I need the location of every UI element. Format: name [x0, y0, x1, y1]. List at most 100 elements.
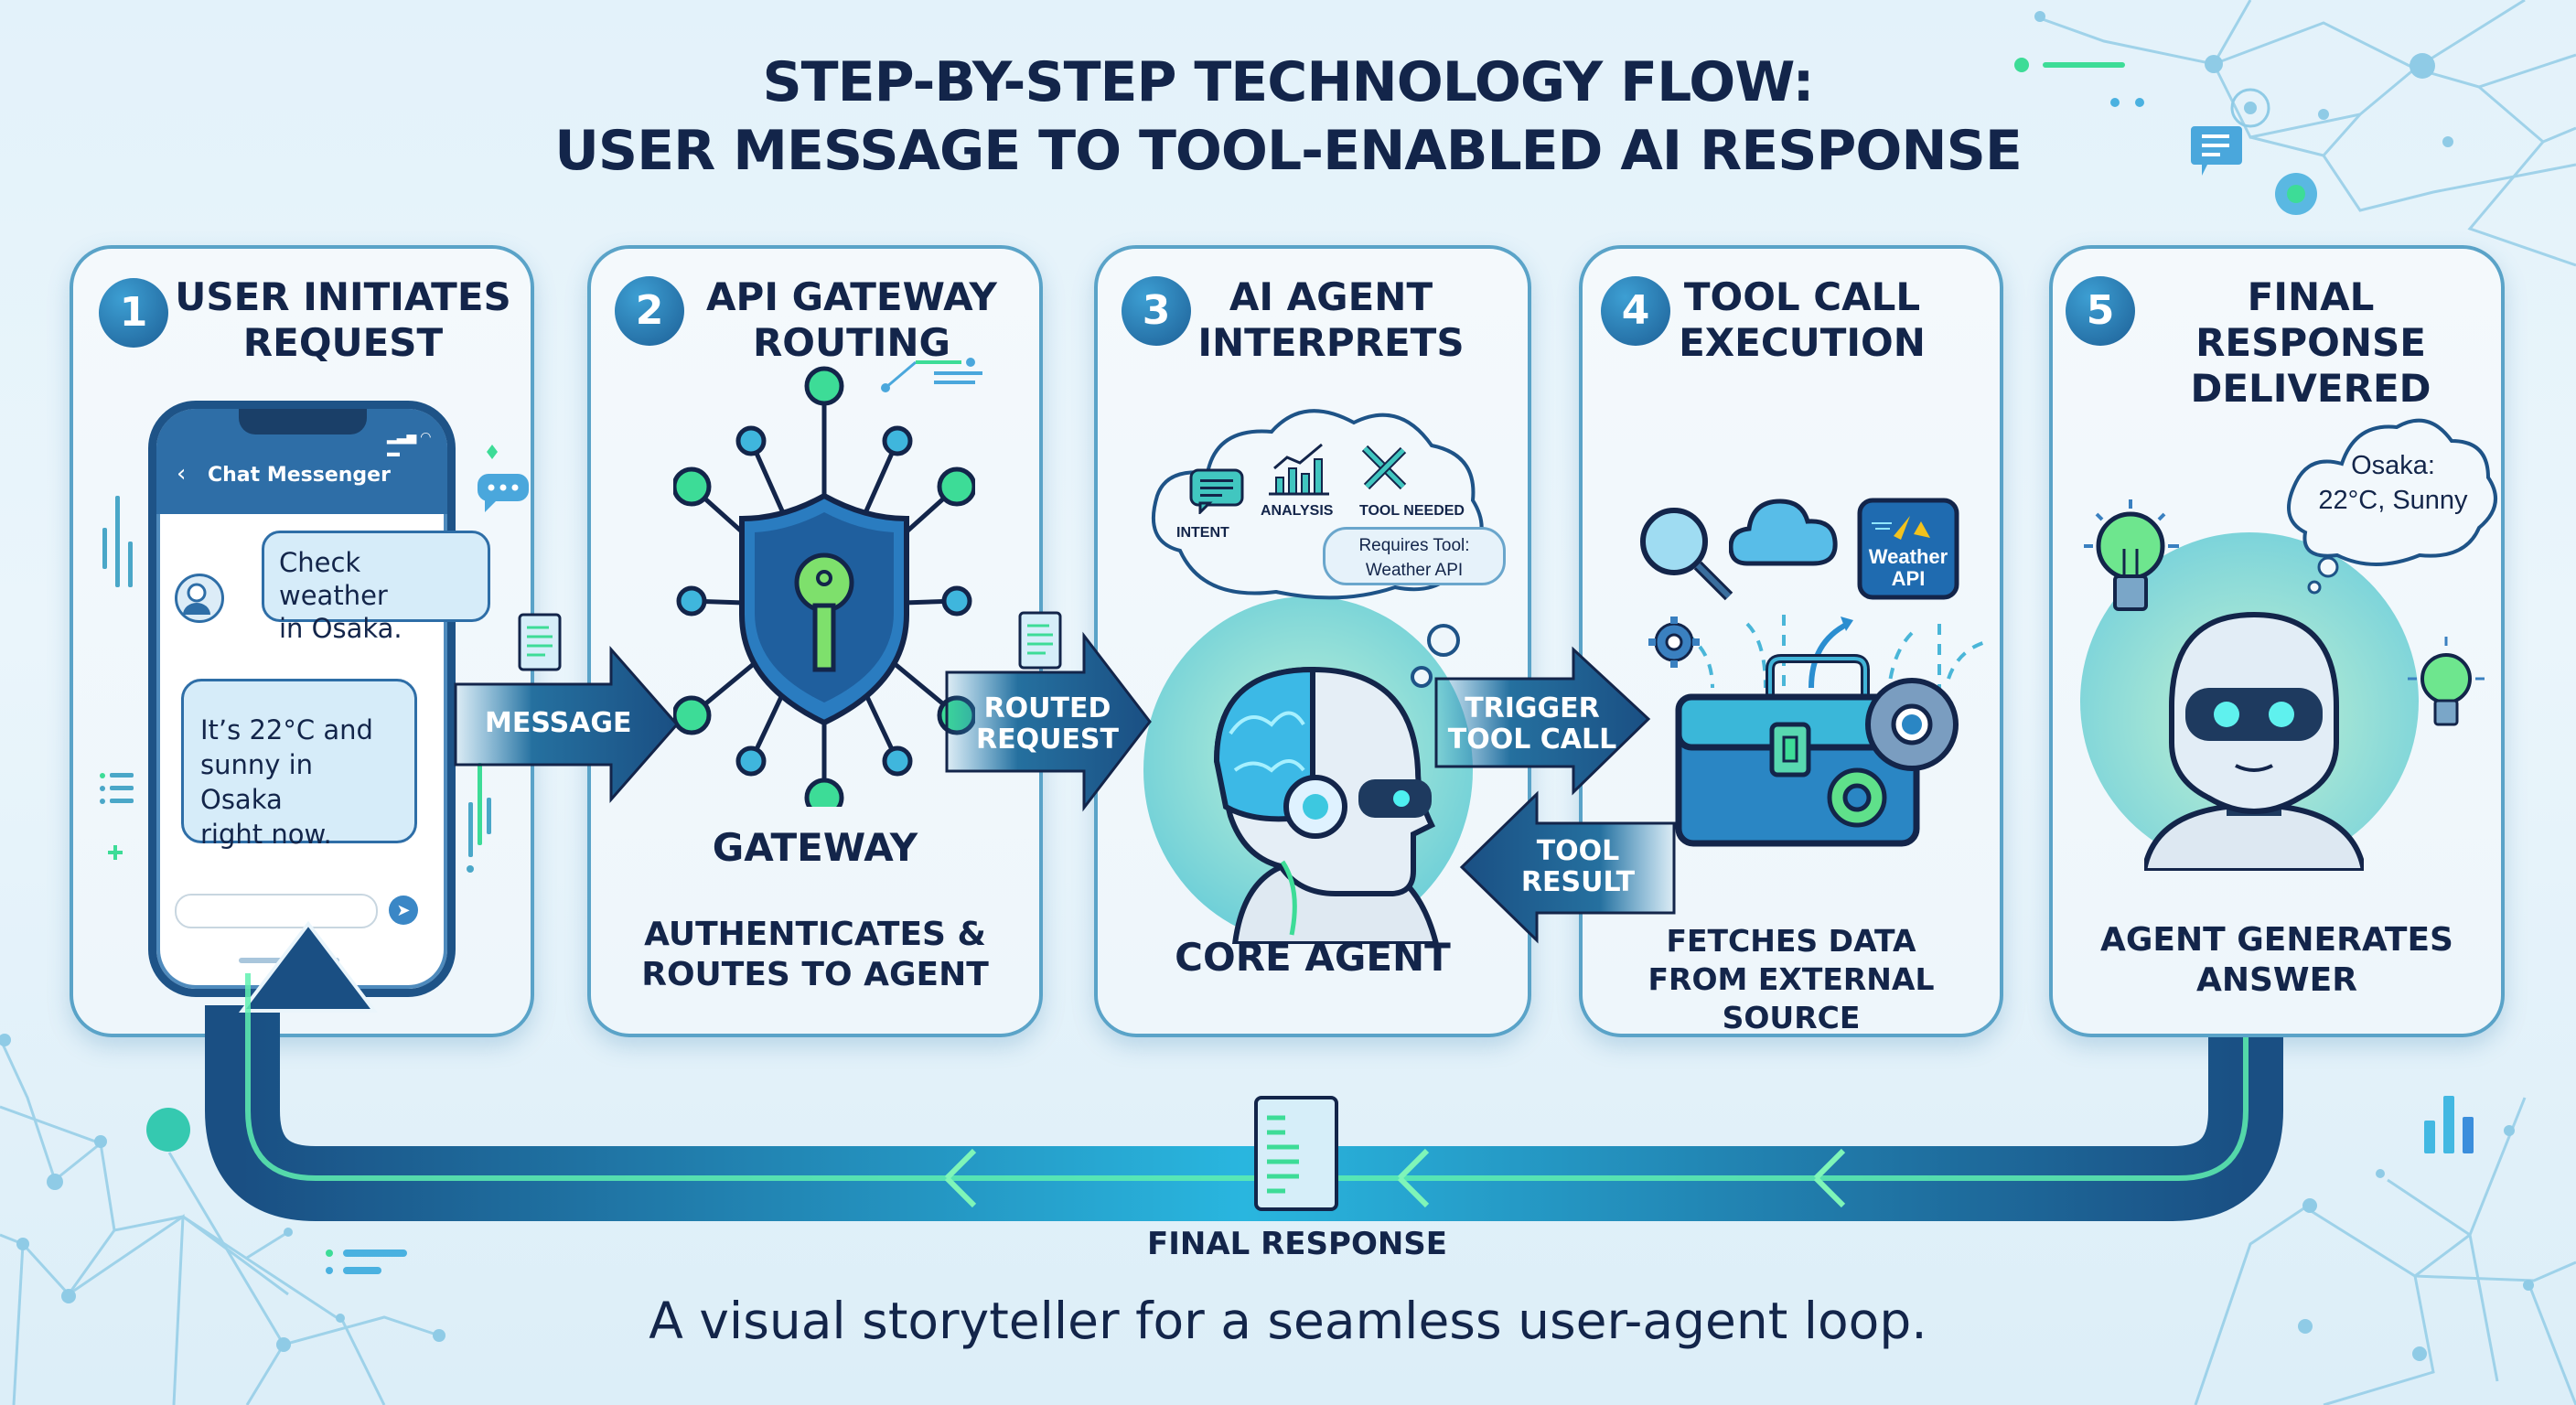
step-number-badge: 5: [2066, 276, 2135, 346]
step-number-badge: 1: [99, 278, 168, 348]
reply-line: It’s 22°C and: [200, 714, 373, 745]
weather-api-label: Weather API: [1857, 546, 1959, 590]
step-number-badge: 3: [1122, 276, 1191, 346]
lightbulb-icon: [2408, 637, 2485, 726]
intent-chat-icon: [1189, 468, 1244, 514]
caption-line: AGENT GENERATES: [2100, 921, 2453, 959]
step-title: TOOL CALL EXECUTION: [1674, 274, 1930, 366]
step-caption: FETCHES DATA FROM EXTERNAL SOURCE: [1583, 922, 2000, 1037]
step-card-2: 2 API GATEWAY ROUTING GATE: [587, 245, 1043, 1037]
caption-line: ROUTES TO AGENT: [641, 956, 989, 993]
connector-label-tool-result: TOOL RESULT: [1519, 836, 1637, 898]
loop-return-path: [205, 1005, 2283, 1221]
step-card-5: 5 FINAL RESPONSE DELIVERED Osaka: 22°C, …: [2049, 245, 2505, 1037]
thought-item-intent: INTENT: [1176, 525, 1229, 541]
typing-bubble-icon: [478, 445, 529, 512]
step-title-line-1: API GATEWAY: [706, 274, 997, 319]
weather-api-badge: [1857, 498, 1959, 600]
note-line: Weather API: [1365, 561, 1464, 580]
connector-label-trigger-tool-call: TRIGGER TOOL CALL: [1436, 693, 1628, 756]
footer-tagline: A visual storyteller for a seamless user…: [649, 1292, 1927, 1350]
gear-icon: [1648, 617, 1700, 668]
step-title-line-1: USER INITIATES: [175, 274, 511, 319]
thought-item-analysis: ANALYSIS: [1261, 503, 1334, 519]
magnifier-icon: [1640, 508, 1733, 601]
phone-notch: [239, 409, 367, 434]
caption-line: FETCHES DATA: [1666, 923, 1916, 959]
caption-line: ANSWER: [2196, 961, 2357, 999]
step-title-line-2: DELIVERED: [2190, 366, 2431, 411]
robot-head-icon: [1213, 666, 1440, 944]
user-message-line: in Osaka.: [279, 613, 402, 644]
loop-arrow-head: [238, 920, 379, 1013]
cloud-icon: [1729, 499, 1838, 566]
label-line: REQUEST: [975, 724, 1120, 756]
step-title-line-2: INTERPRETS: [1197, 320, 1465, 365]
connector-label-message: MESSAGE: [485, 707, 632, 739]
step-number-badge: 2: [615, 276, 684, 346]
step-caption: AGENT GENERATES ANSWER: [2053, 920, 2501, 1001]
wrench-screwdriver-icon: [1361, 445, 1407, 490]
label-line: ROUTED: [983, 692, 1111, 724]
step-title-line-2: ROUTING: [752, 320, 951, 365]
final-response-label: FINAL RESPONSE: [1146, 1226, 1448, 1262]
person-icon: [183, 583, 210, 615]
caption-line: AUTHENTICATES &: [644, 916, 986, 953]
chat-bubble-icon: [2191, 126, 2242, 176]
chevron-left-icon[interactable]: ‹: [177, 460, 187, 488]
step-title-line-2: REQUEST: [242, 320, 444, 365]
note-line: Requires Tool:: [1358, 536, 1470, 555]
component-label: GATEWAY: [712, 825, 918, 870]
data-trace-icon: [881, 358, 982, 392]
caption-line: FROM EXTERNAL SOURCE: [1648, 961, 1935, 1035]
label-line: TOOL CALL: [1447, 724, 1617, 756]
step-title: AI AGENT INTERPRETS: [1189, 274, 1473, 366]
thought-bubble-icon: [1411, 624, 1460, 688]
thought-item-tool-needed: TOOL NEEDED: [1359, 503, 1465, 519]
step-card-4: 4 TOOL CALL EXECUTION Weather API: [1579, 245, 2003, 1037]
send-icon[interactable]: ➤: [389, 896, 418, 925]
arrow-trigger-tool-call: [1434, 646, 1651, 796]
step-card-3: 3 AI AGENT INTERPRETS: [1094, 245, 1531, 1037]
sound-wave-icon: [102, 496, 133, 587]
component-label: CORE AGENT: [1175, 935, 1451, 980]
user-message-line: Check weather: [279, 547, 388, 611]
arrow-tool-result: [1459, 790, 1676, 944]
thought-line: Osaka:: [2351, 451, 2435, 480]
page-title-line-1: STEP-BY-STEP TECHNOLOGY FLOW:: [762, 50, 1814, 114]
requires-tool-note: Requires Tool: Weather API: [1323, 527, 1506, 585]
final-answer-thought: Osaka: 22°C, Sunny: [2292, 448, 2494, 518]
analysis-chart-icon: [1269, 443, 1329, 496]
step-number-badge: 4: [1601, 276, 1670, 346]
api-label-line: Weather: [1868, 545, 1948, 568]
arrow-message: [454, 646, 679, 803]
reply-line: sunny in Osaka: [200, 749, 314, 815]
assistant-reply-bubble: It’s 22°C and sunny in Osaka right now.: [181, 679, 417, 850]
thought-cloud: [2287, 418, 2497, 595]
step-title-line-2: EXECUTION: [1679, 320, 1926, 365]
lightbulb-icon: [2084, 499, 2179, 611]
arrow-routed-request: [945, 631, 1152, 812]
list-icon: [100, 773, 134, 860]
step-title-line-1: FINAL RESPONSE: [2195, 274, 2426, 365]
user-avatar: [175, 574, 224, 623]
label-line: TRIGGER: [1465, 692, 1600, 724]
step-title-line-1: TOOL CALL: [1683, 274, 1921, 319]
toolbox-icon: [1675, 654, 1959, 847]
user-message-bubble: Check weather in Osaka.: [262, 531, 490, 644]
label-line: TOOL: [1536, 835, 1620, 867]
label-line: RESULT: [1520, 866, 1636, 898]
step-title: API GATEWAY ROUTING: [682, 274, 1021, 366]
connector-label-routed-request: ROUTED REQUEST: [970, 693, 1125, 756]
thought-line: 22°C, Sunny: [2318, 486, 2468, 515]
signal-wave-icon: [467, 763, 491, 873]
message-input[interactable]: [175, 894, 378, 928]
step-title-line-1: AI AGENT: [1229, 274, 1433, 319]
page-title-line-2: USER MESSAGE TO TOOL-ENABLED AI RESPONSE: [554, 119, 2023, 183]
step-caption: AUTHENTICATES & ROUTES TO AGENT: [591, 915, 1039, 995]
step-title: USER INITIATES REQUEST: [174, 274, 512, 366]
reply-line: right now.: [200, 819, 332, 850]
document-icon: [518, 613, 562, 671]
